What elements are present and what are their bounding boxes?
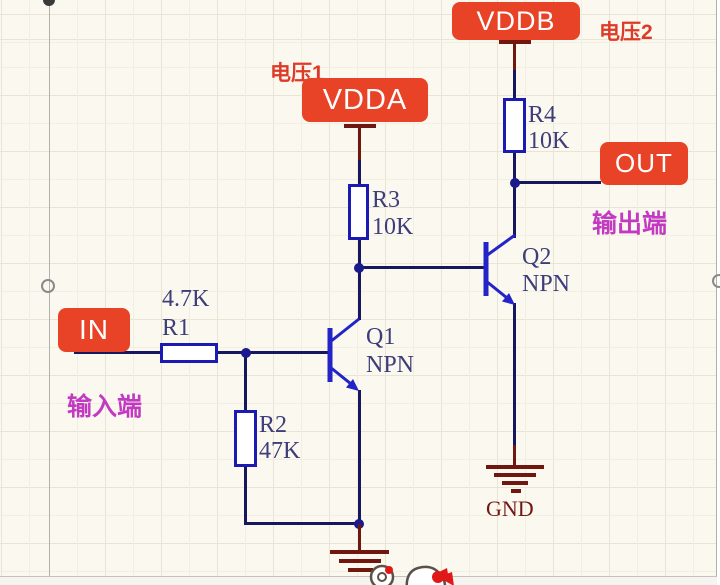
wire-r3-to-q1-collector[interactable] (358, 238, 361, 320)
r1-ref[interactable]: R1 (162, 315, 191, 341)
gnd-bar-icon[interactable] (339, 559, 381, 563)
r4-ref[interactable]: R4 (528, 102, 557, 128)
wire-to-q2-base[interactable] (360, 266, 487, 269)
wire-q2-emitter-to-gnd[interactable] (513, 303, 516, 448)
gnd-bar-icon[interactable] (511, 489, 521, 493)
r2-value[interactable]: 47K (259, 438, 301, 464)
resistor-r4-body[interactable] (503, 98, 526, 153)
annotation-output-port[interactable]: 输出端 (592, 210, 668, 238)
gnd-stem[interactable] (513, 445, 516, 467)
resistor-r1-body[interactable] (160, 343, 218, 363)
wire-r1-to-q1-base[interactable] (215, 351, 331, 354)
wire-r2-to-gnd-rail[interactable] (244, 464, 247, 525)
wire-bottom-rail[interactable] (244, 522, 362, 525)
net-label-vddb[interactable]: VDDB (452, 2, 580, 40)
vddb-power-stem[interactable] (513, 42, 516, 70)
annotation-input-port[interactable]: 输入端 (67, 393, 143, 421)
wire-vddb-to-r4[interactable] (513, 68, 516, 100)
watermark-mascot-graphic (369, 564, 454, 585)
gnd-label[interactable]: GND (486, 496, 534, 521)
sheet-border-bottom (0, 576, 720, 577)
transistor-q1-symbol[interactable] (322, 308, 370, 400)
q1-ref[interactable]: Q1 (366, 324, 396, 350)
sheet-margin-right (717, 0, 720, 585)
wire-to-out-label[interactable] (515, 181, 601, 184)
wire-vdda-to-r3[interactable] (358, 158, 361, 186)
gnd-stem[interactable] (358, 524, 361, 551)
wire-q1-emitter-to-gnd[interactable] (358, 390, 361, 525)
wire-r4-to-q2-collector[interactable] (513, 151, 516, 238)
gnd-bar-icon[interactable] (348, 568, 373, 572)
net-label-out[interactable]: OUT (600, 142, 688, 185)
q2-ref[interactable]: Q2 (522, 244, 552, 270)
q2-type[interactable]: NPN (522, 271, 571, 297)
annotation-voltage2[interactable]: 电压2 (599, 21, 653, 44)
r4-value[interactable]: 10K (528, 128, 570, 154)
r1-value[interactable]: 4.7K (162, 286, 210, 312)
resistor-r3-body[interactable] (348, 184, 369, 240)
gnd-bar-icon[interactable] (502, 481, 528, 485)
gnd-bar-icon[interactable] (494, 473, 536, 477)
sheet-border-right (716, 0, 717, 576)
resistor-r2-body[interactable] (234, 410, 257, 467)
resize-handle-right[interactable] (712, 274, 720, 288)
resize-handle-left[interactable] (41, 279, 55, 293)
r2-ref[interactable]: R2 (259, 412, 288, 438)
junction-dot (510, 178, 520, 188)
r3-value[interactable]: 10K (372, 214, 414, 240)
net-label-in[interactable]: IN (58, 308, 130, 352)
transistor-q2-symbol[interactable] (478, 226, 526, 314)
gnd-bar-icon[interactable] (330, 550, 389, 554)
wire-in-to-r1[interactable] (74, 351, 164, 354)
q1-type[interactable]: NPN (366, 352, 415, 378)
gnd-bar-icon[interactable] (486, 465, 544, 469)
net-label-vdda[interactable]: VDDA (302, 78, 428, 122)
r3-ref[interactable]: R3 (372, 187, 401, 213)
vdda-power-stem[interactable] (358, 126, 361, 160)
junction-dot (354, 263, 364, 273)
wire-junction-to-r2[interactable] (244, 353, 247, 413)
junction-dot (241, 348, 251, 358)
sheet-margin-bottom (0, 577, 720, 585)
resize-handle-top[interactable] (43, 0, 55, 6)
